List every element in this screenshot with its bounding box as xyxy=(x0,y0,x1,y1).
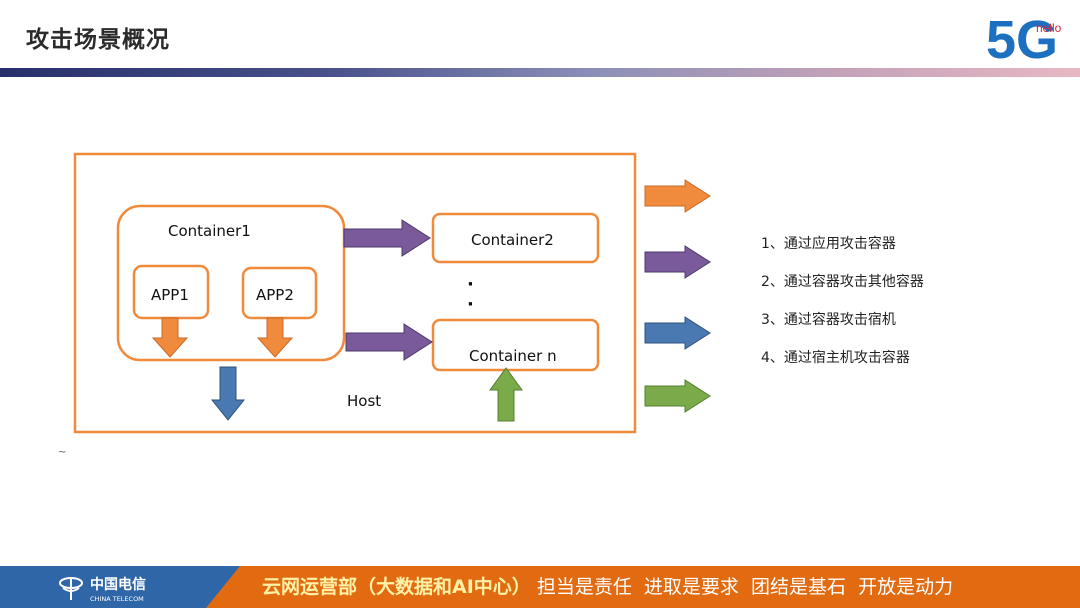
arrow-c1-to-c2 xyxy=(343,219,431,257)
arrow-container-to-host xyxy=(210,366,246,421)
container2-box xyxy=(431,212,600,264)
container1-label: Container1 xyxy=(168,222,251,240)
legend-item-4: 4、通过宿主机攻击容器 xyxy=(761,350,910,366)
footer-slogan-line: 云网运营部（大数据和AI中心） 担当是责任 进取是要求 团结是基石 开放是动力 xyxy=(262,573,953,601)
footer-logo-panel xyxy=(0,566,240,608)
footer-slogan: 担当是责任 进取是要求 团结是基石 开放是动力 xyxy=(536,576,954,598)
page-title: 攻击场景概况 xyxy=(26,27,170,53)
stray-mark: ~ xyxy=(58,447,67,458)
legend-list: 1、通过应用攻击容器 2、通过容器攻击其他容器 3、通过容器攻击宿机 4、通过宿… xyxy=(761,233,924,385)
container-n-box xyxy=(431,318,600,372)
arrow-c1-to-cn xyxy=(345,323,433,361)
legend-arrow-green xyxy=(644,379,711,413)
5g-hello-logo: 5G hello xyxy=(986,10,1062,68)
legend-item-2: 2、通过容器攻击其他容器 xyxy=(761,274,924,290)
ellipsis-dot-1: · xyxy=(467,274,474,295)
arrow-app1-down xyxy=(151,317,189,358)
china-telecom-logo: 中国电信 CHINA TELECOM xyxy=(59,576,146,603)
header-gradient-bar xyxy=(0,68,1080,77)
host-box xyxy=(73,152,637,434)
arrow-host-to-container xyxy=(489,367,523,422)
legend-item-1: 1、通过应用攻击容器 xyxy=(761,236,896,252)
legend-arrow-purple xyxy=(644,245,711,279)
telecom-emblem-icon xyxy=(59,577,83,600)
footer-department: 云网运营部（大数据和AI中心） xyxy=(262,576,531,598)
telecom-en-name: CHINA TELECOM xyxy=(90,595,144,603)
logo-5g-text: 5G xyxy=(986,10,1058,68)
container-n-label: Container n xyxy=(469,347,557,365)
legend-item-3: 3、通过容器攻击宿机 xyxy=(761,312,896,328)
telecom-cn-name: 中国电信 xyxy=(90,576,146,593)
legend-arrow-orange xyxy=(644,179,711,213)
arrow-app2-down xyxy=(256,317,294,358)
container2-label: Container2 xyxy=(471,231,554,249)
container1-box xyxy=(116,204,346,362)
app1-label: APP1 xyxy=(151,286,189,304)
host-label: Host xyxy=(347,392,381,410)
app2-label: APP2 xyxy=(256,286,294,304)
legend-arrow-blue xyxy=(644,316,711,350)
ellipsis-dot-2: · xyxy=(467,294,474,315)
logo-hello-text: hello xyxy=(1036,21,1062,35)
